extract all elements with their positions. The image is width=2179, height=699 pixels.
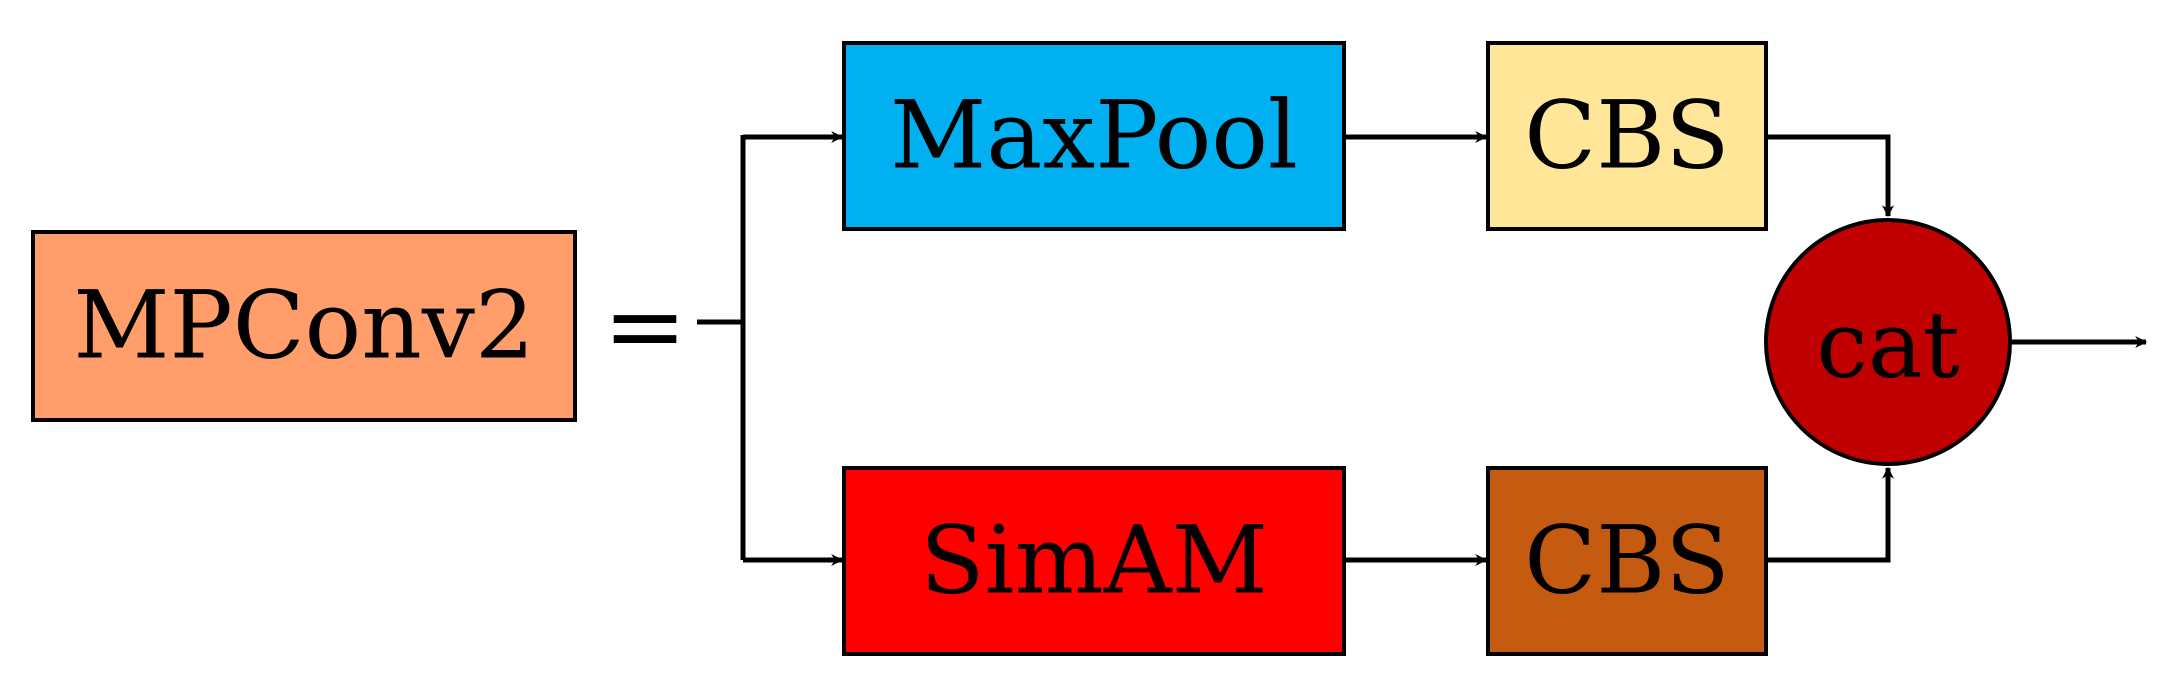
cbs-bottom-node: CBS — [1486, 466, 1768, 656]
cbs-top-label: CBS — [1524, 82, 1729, 191]
cat-node: cat — [1764, 218, 2012, 466]
simam-node: SimAM — [842, 466, 1346, 656]
cbs-bottom-box — [1486, 466, 1768, 656]
maxpool-node: MaxPool — [842, 41, 1346, 231]
cbs-bottom-label: CBS — [1524, 507, 1729, 616]
cat-arrows — [1766, 134, 1894, 563]
split-arrows — [743, 131, 844, 566]
arrow-cbs-top-to-cat — [1766, 134, 1894, 218]
mpconv2-node: MPConv2 — [31, 230, 577, 422]
maxpool-box — [842, 41, 1346, 231]
arrow-cbs-bottom-to-cat — [1766, 466, 1894, 563]
maxpool-label: MaxPool — [890, 82, 1298, 191]
simam-label: SimAM — [920, 507, 1268, 616]
cbs-top-box — [1486, 41, 1768, 231]
simam-box — [842, 466, 1346, 656]
cbs-top-node: CBS — [1486, 41, 1768, 231]
mpconv2-box — [31, 230, 577, 422]
mpconv2-label: MPConv2 — [73, 272, 534, 381]
cbs-arrows — [1344, 131, 1488, 566]
equals-symbol: = — [603, 268, 687, 385]
split-connector — [697, 135, 746, 560]
cat-label: cat — [1816, 292, 1959, 399]
